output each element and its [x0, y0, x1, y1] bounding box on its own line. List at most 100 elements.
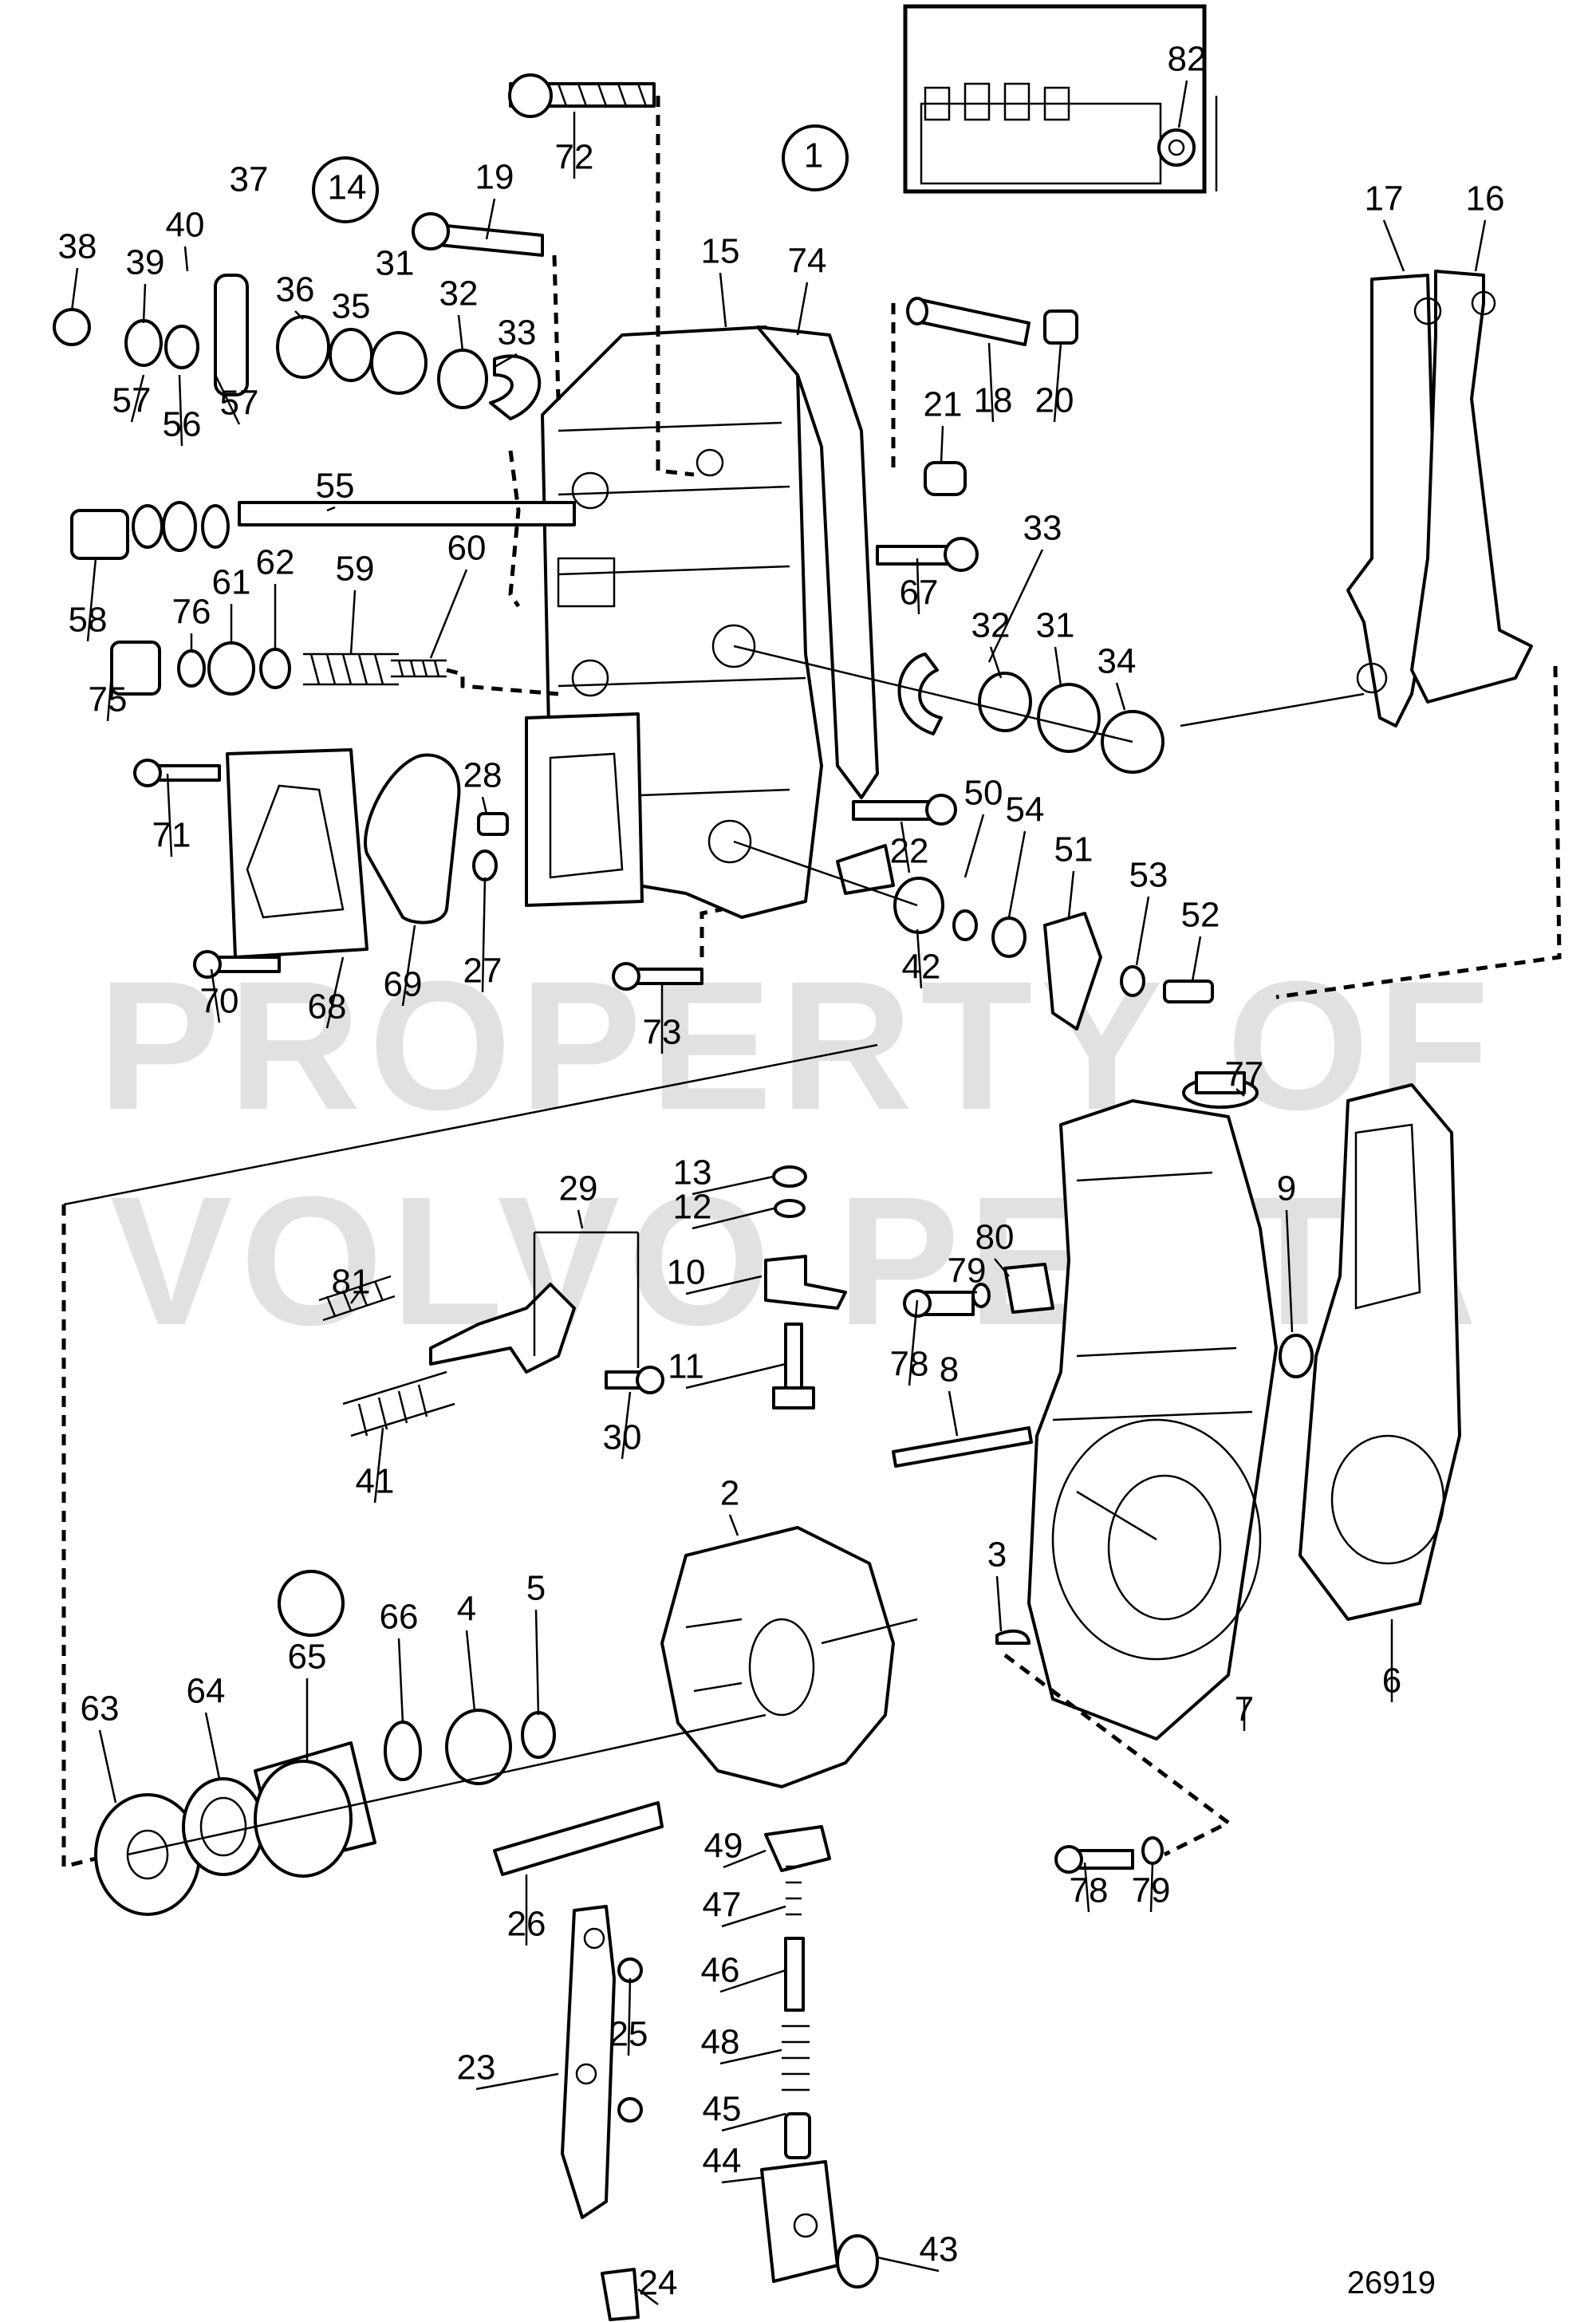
callout-label: 62: [256, 543, 295, 582]
callout-label: 42: [902, 948, 941, 987]
bearing-housing-2: [660, 1526, 895, 1788]
callout-label: 52: [1181, 896, 1220, 935]
callout-label: 17: [1365, 179, 1404, 219]
callout-leader-line: [627, 1977, 632, 2056]
bolts-top: [412, 73, 656, 257]
callout-leader-line: [994, 1258, 1010, 1277]
callout-leader-line: [1474, 219, 1487, 272]
callout-leader-line: [685, 1362, 786, 1390]
callout-label: 60: [447, 529, 487, 568]
callout-label: 2: [720, 1474, 739, 1513]
callout-leader-line: [1007, 830, 1027, 918]
figure-reference-number: 26919: [1347, 2265, 1436, 2300]
callout-leader-line: [723, 1849, 766, 1869]
callout-leader-line: [1115, 682, 1126, 711]
group-marker-circle: [278, 1570, 345, 1637]
callout-leader-line: [987, 549, 1044, 663]
callout-leader-line: [349, 1291, 361, 1304]
callout-leader-line: [86, 558, 97, 642]
callout-label: 19: [475, 158, 514, 197]
callout-label: 55: [316, 467, 355, 506]
callout-label: 15: [701, 232, 740, 271]
callout-label: 13: [673, 1153, 712, 1193]
shaft-55-assembly: [70, 501, 576, 560]
callout-label: 33: [1023, 509, 1062, 548]
callout-leader-line: [373, 1427, 384, 1504]
group-marker-circle: [782, 124, 849, 191]
callout-leader-line: [1135, 896, 1150, 966]
callout-leader-line: [719, 1969, 786, 1993]
callout-label: 78: [1070, 1871, 1109, 1910]
lever-40-stack: [53, 274, 542, 420]
callout-label: 63: [81, 1689, 120, 1729]
callout-label: 74: [788, 242, 827, 281]
callout-leader-line: [294, 310, 304, 320]
callout-label: 80: [975, 1218, 1015, 1257]
callout-leader-line: [485, 198, 496, 240]
callout-leader-line: [692, 1175, 774, 1196]
callout-leader-line: [1067, 870, 1075, 918]
callout-label: 33: [498, 313, 537, 353]
callout-leader-line: [481, 796, 488, 814]
callout-label: 4: [457, 1590, 476, 1629]
callout-leader-line: [1083, 1862, 1090, 1913]
callout-label: 43: [920, 2230, 959, 2269]
callout-label: 64: [187, 1672, 226, 1711]
callout-label: 73: [643, 1013, 682, 1052]
callout-leader-line: [210, 968, 221, 1023]
callout-leader-line: [900, 821, 911, 873]
governor-housing: [525, 325, 879, 919]
callout-leader-line: [1053, 342, 1062, 423]
callout-leader-line: [183, 246, 189, 272]
callout-label: 10: [667, 1253, 706, 1292]
callout-label: 54: [1006, 790, 1045, 830]
callout-label: 46: [701, 1951, 740, 1990]
callout-label: 36: [276, 270, 315, 309]
callout-label: 34: [1097, 642, 1137, 681]
callout-label: 11: [668, 1347, 704, 1386]
callout-leader-line: [637, 2288, 659, 2305]
callout-label: 22: [890, 832, 929, 871]
callout-leader-line: [721, 2176, 763, 2184]
callout-label: 21: [924, 385, 963, 424]
lever-51-group: [836, 794, 1214, 1031]
connection-lines: [61, 96, 1562, 1870]
callout-label: 44: [703, 2142, 742, 2181]
callout-leader-line: [481, 877, 487, 993]
spring-stack-59: [110, 641, 447, 696]
callout-label: 78: [890, 1345, 929, 1384]
callout-leader-line: [916, 558, 920, 615]
callout-label: 18: [974, 381, 1013, 420]
callout-label: 70: [200, 982, 239, 1021]
callout-leader-line: [534, 1609, 540, 1716]
callout-label: 28: [463, 756, 502, 795]
callout-label: 57: [220, 384, 259, 423]
callout-label: 30: [603, 1418, 642, 1457]
callout-label: 27: [463, 952, 502, 991]
callout-leader-line: [1054, 646, 1062, 687]
cover-plate: [226, 748, 461, 959]
callout-leader-line: [719, 272, 727, 328]
callout-label: 76: [172, 593, 211, 632]
callout-leader-line: [877, 2256, 940, 2273]
callout-label: 66: [380, 1598, 419, 1637]
callout-leader-line: [989, 646, 1003, 679]
callout-leader-line: [796, 282, 809, 336]
callout-label: 49: [704, 1827, 743, 1866]
callout-label: 32: [971, 606, 1011, 645]
pins-right: [876, 297, 1078, 572]
callout-leader-line: [1235, 1088, 1245, 1097]
bracket-10-group: [764, 1165, 847, 1409]
callout-label: 9: [1277, 1169, 1296, 1208]
callout-label: 68: [308, 988, 347, 1027]
callout-label: 56: [163, 405, 202, 444]
callout-leader-line: [401, 924, 416, 1007]
callout-leader-line: [70, 267, 79, 312]
callout-leader-line: [685, 1275, 763, 1295]
callout-label: 75: [89, 680, 128, 719]
callout-leader-line: [475, 2072, 559, 2091]
callout-label: 16: [1466, 179, 1505, 219]
lever-29-group: [318, 1231, 664, 1437]
callout-leader-line: [719, 2048, 782, 2065]
